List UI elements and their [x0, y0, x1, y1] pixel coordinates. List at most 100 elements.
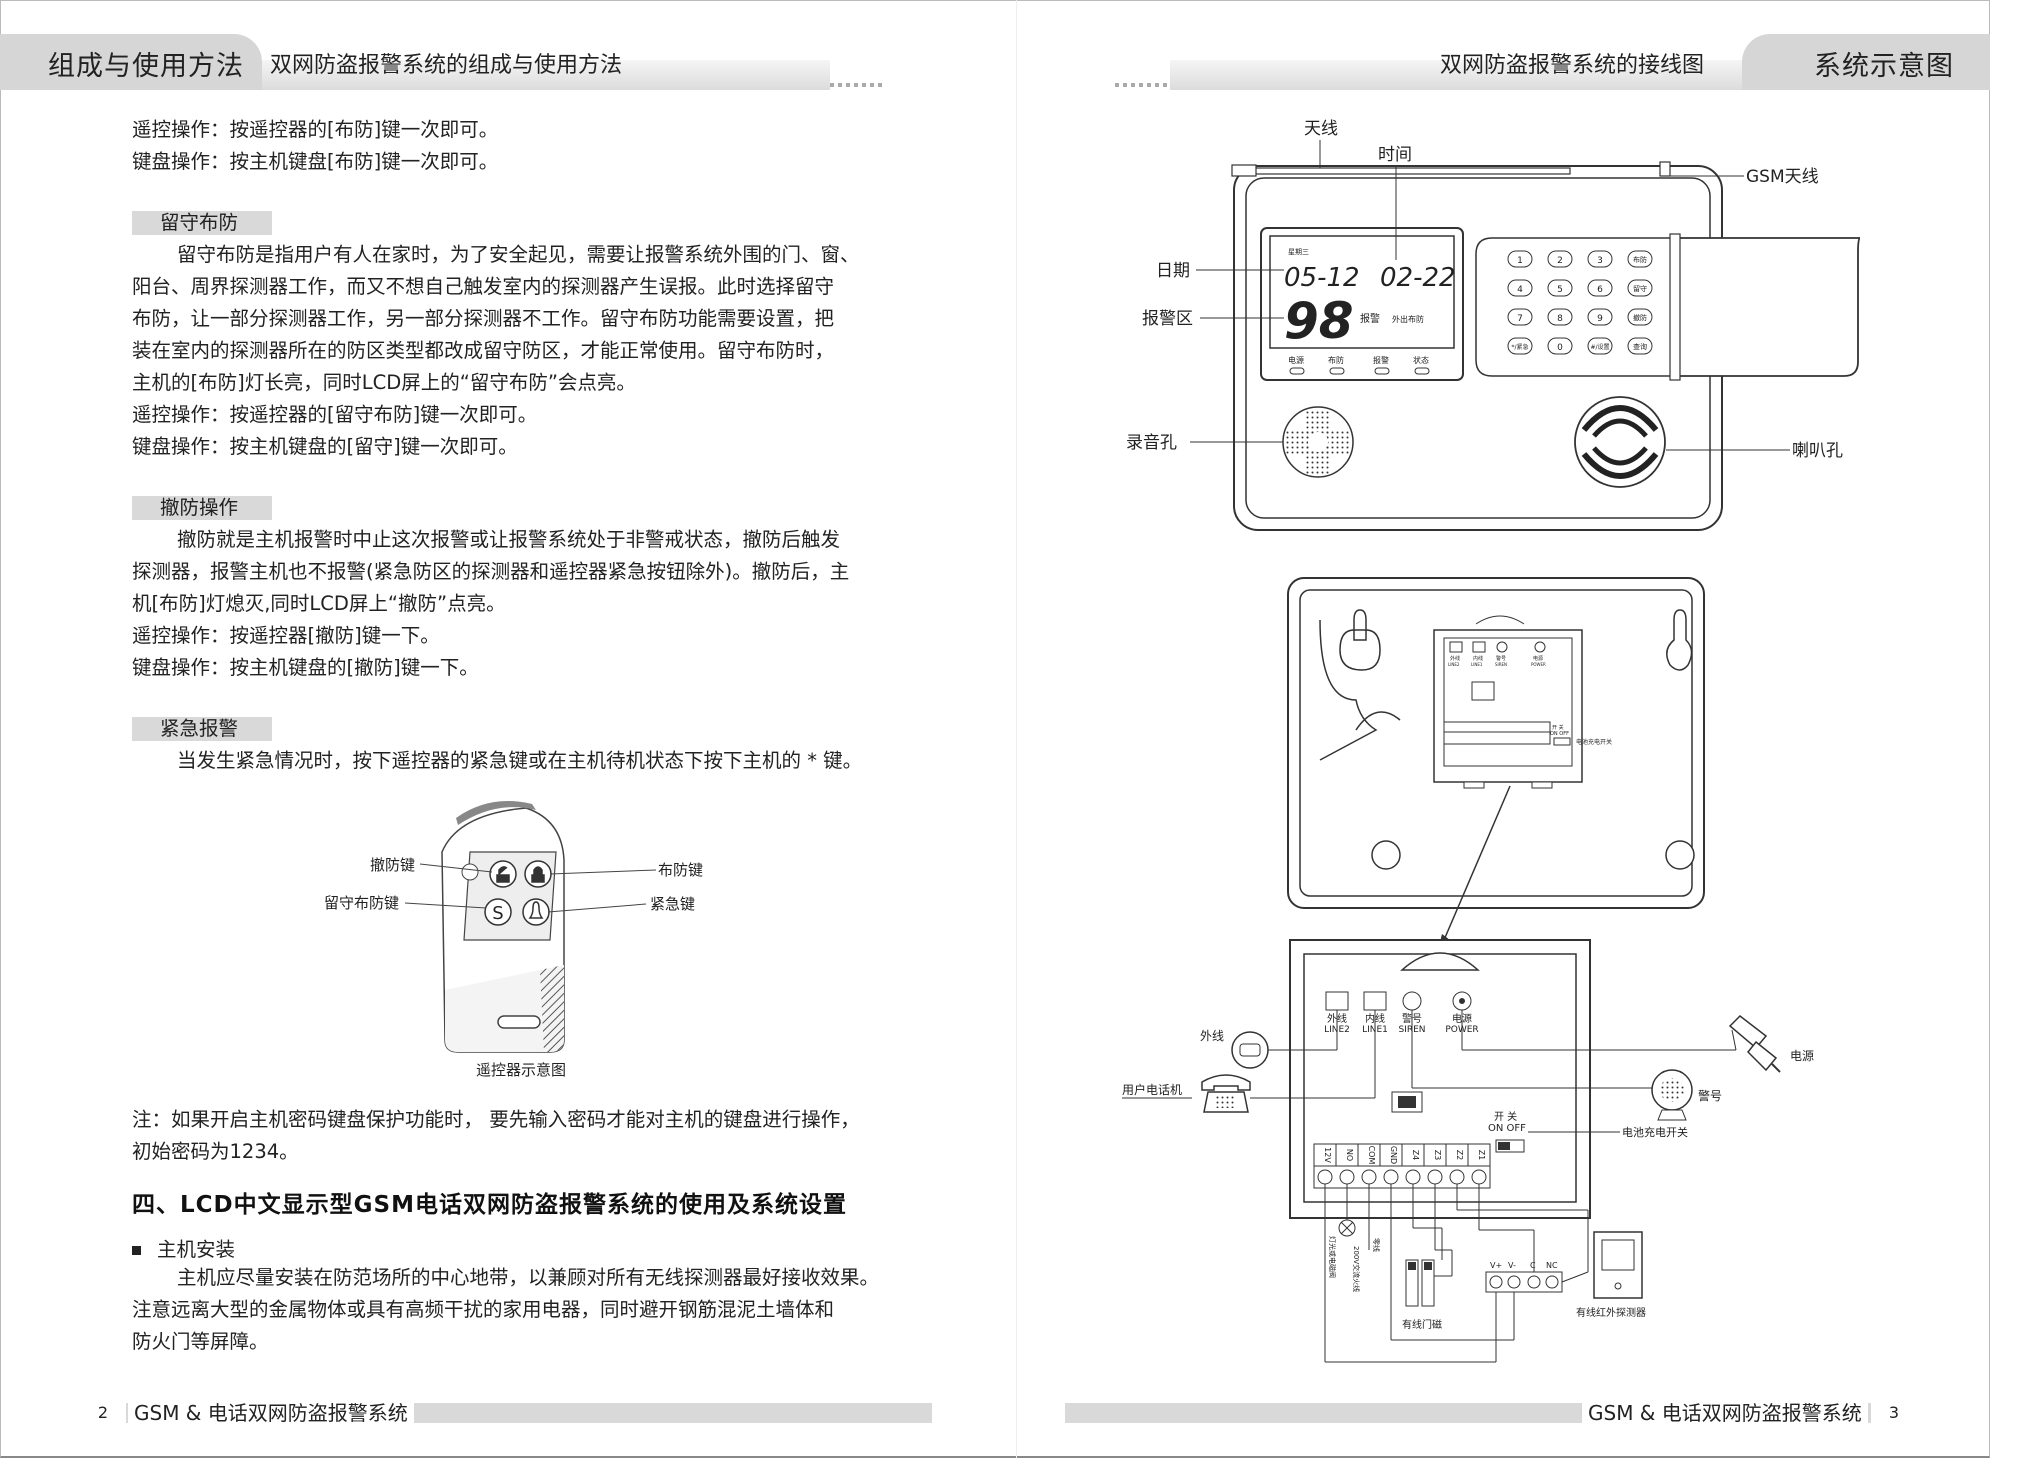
text-line: 当发生紧急情况时，按下遥控器的紧急键或在主机待机状态下按下主机的 * 键。	[177, 749, 863, 772]
left-footer-text: GSM & 电话双网防盗报警系统	[128, 1399, 414, 1427]
siren-grille	[1660, 1078, 1684, 1102]
terminal-z4: Z4	[1411, 1150, 1420, 1161]
back-recess-line	[1319, 619, 1378, 761]
text-line: 防火门等屏障。	[132, 1330, 269, 1353]
left-header-dots	[830, 83, 884, 87]
mount-hole	[1353, 609, 1367, 641]
label-door-contact: 有线门磁	[1402, 1318, 1442, 1331]
label-user-phone: 用户电话机	[1122, 1082, 1182, 1097]
battery-switch-knob	[1498, 1142, 1510, 1150]
port-line1	[1363, 991, 1387, 1011]
label-ac-live: 200V交流火线	[1352, 1246, 1361, 1292]
wall-jack-socket	[1239, 1043, 1261, 1057]
left-page-number: 2	[80, 1403, 126, 1423]
small-label: 内线	[1473, 655, 1483, 662]
phone-keys	[1216, 1096, 1236, 1108]
label-speaker: 喇叭孔	[1792, 441, 1843, 461]
page-frame	[0, 0, 1990, 1458]
lamp-cross	[1340, 1221, 1354, 1235]
label-alarm-zone: 报警区	[1142, 309, 1193, 329]
key-disarm: 撤防	[1633, 313, 1647, 322]
leader-line	[419, 863, 493, 873]
phone-icon	[1201, 1074, 1251, 1091]
antenna-rod	[1249, 167, 1571, 175]
terminal-z3: Z3	[1433, 1150, 1442, 1161]
terminal-12v: 12V	[1323, 1147, 1332, 1163]
remote-caption: 遥控器示意图	[476, 1061, 566, 1079]
switch-small	[1553, 737, 1571, 746]
text-line: 留守布防是指用户有人在家时，为了安全起见，需要让报警系统外围的门、窗、	[177, 243, 860, 266]
small-label: 外线	[1450, 655, 1460, 662]
leader-line	[547, 903, 647, 913]
small-label: 开 关	[1552, 724, 1564, 731]
pir-terminal-label: NC	[1546, 1261, 1558, 1270]
terminal-z1: Z1	[1477, 1150, 1486, 1161]
zoom-arrow	[1443, 785, 1511, 941]
board-foot	[1463, 781, 1485, 789]
port-line2	[1325, 991, 1349, 1011]
section-label-stay-arm: 留守布防	[132, 211, 272, 235]
lock-icon	[531, 866, 545, 883]
intro-text: 遥控操作：按遥控器的[布防]键一次即可。 键盘操作：按主机键盘[布防]键一次即可…	[132, 114, 912, 178]
terminal-strip-small	[1443, 721, 1551, 745]
back-board-cap	[1475, 615, 1525, 625]
terminal-screw	[1383, 1169, 1399, 1185]
text-line: 阳台、周界探测器工作，而又不想自己触发室内的探测器产生误报。此时选择留守	[132, 275, 835, 298]
pir-screw	[1527, 1275, 1541, 1289]
key-query: 查询	[1633, 342, 1647, 351]
pir-terminal-label: V+	[1490, 1261, 1502, 1270]
text-line: 注意远离大型的金属物体或具有高频干扰的家用电器，同时避开钢筋混泥土墙体和	[132, 1298, 835, 1321]
label-siren: 警号	[1698, 1088, 1722, 1103]
label-mic: 录音孔	[1126, 433, 1177, 453]
port-power-small	[1534, 641, 1546, 653]
host-front-view: 星期三 05-12 02-22 98 报警 外出布防 电源 布防 报警 状态 1…	[1126, 119, 1861, 531]
port-line1-small	[1472, 641, 1486, 653]
speaker-slot	[1592, 446, 1648, 466]
terminal-screw	[1405, 1169, 1421, 1185]
small-label: SIREN	[1495, 662, 1507, 667]
page-divider	[1016, 0, 1017, 1458]
wiring-detail: 外线 LINE2 内线 LINE1 警号 SIREN 电源 POWER 开 关 …	[1122, 939, 1814, 1363]
port-siren-small	[1496, 641, 1508, 653]
lcd-alarm: 报警	[1360, 312, 1380, 325]
door-contact-right	[1421, 1259, 1435, 1307]
remote-led	[461, 863, 479, 881]
key-0: 0	[1557, 343, 1563, 353]
screw-hole	[1665, 840, 1695, 870]
stay-symbol: S	[492, 903, 503, 924]
remote-antenna-tip	[456, 801, 536, 825]
terminal-no: NO	[1345, 1149, 1354, 1161]
text-line: 主机的[布防]灯长亮，同时LCD屏上的“留守布防”会点亮。	[132, 371, 636, 394]
board-foot	[1531, 781, 1553, 789]
antenna-tip	[1231, 164, 1257, 177]
door-contact-left	[1405, 1259, 1419, 1307]
speaker-slot	[1592, 418, 1648, 438]
left-header-tab	[0, 34, 262, 90]
remote-disarm-button	[489, 860, 517, 888]
right-header-title: 系统示意图	[1814, 51, 1954, 82]
left-header-title: 组成与使用方法	[48, 51, 244, 82]
pir-lens	[1601, 1239, 1635, 1271]
right-footer-text: GSM & 电话双网防盗报警系统	[1582, 1399, 1868, 1427]
text-line: 机[布防]灯熄灭,同时LCD屏上“撤防”点亮。	[132, 592, 506, 615]
speaker-slot	[1581, 452, 1659, 479]
led	[1414, 367, 1430, 375]
small-label: ON OFF	[1550, 731, 1569, 737]
label-gsm-antenna: GSM天线	[1746, 167, 1819, 187]
label-power: 电源	[1790, 1049, 1814, 1063]
text-line: 注：如果开启主机密码键盘保护功能时， 要先输入密码才能对主机的键盘进行操作，	[132, 1108, 860, 1131]
key-star: */紧急	[1511, 343, 1528, 351]
text-line: 键盘操作：按主机键盘的[撤防]键一下。	[132, 656, 479, 679]
label-stay-key: 留守布防键	[324, 894, 399, 912]
remote-lower-shade	[445, 965, 564, 1052]
key-hash: #/设置	[1590, 343, 1609, 351]
siren-base	[1657, 1109, 1687, 1121]
bullet-text: 主机安装	[157, 1238, 236, 1261]
label-neutral: 零线	[1372, 1238, 1381, 1252]
remote-panic-button	[522, 898, 550, 926]
pir-terminal-label: C	[1530, 1261, 1536, 1270]
switch-label: ON OFF	[1488, 1123, 1526, 1134]
power-plug-icon	[1746, 1040, 1778, 1072]
text-line: 初始密码为1234。	[132, 1140, 299, 1163]
small-label: LINE2	[1448, 662, 1460, 667]
